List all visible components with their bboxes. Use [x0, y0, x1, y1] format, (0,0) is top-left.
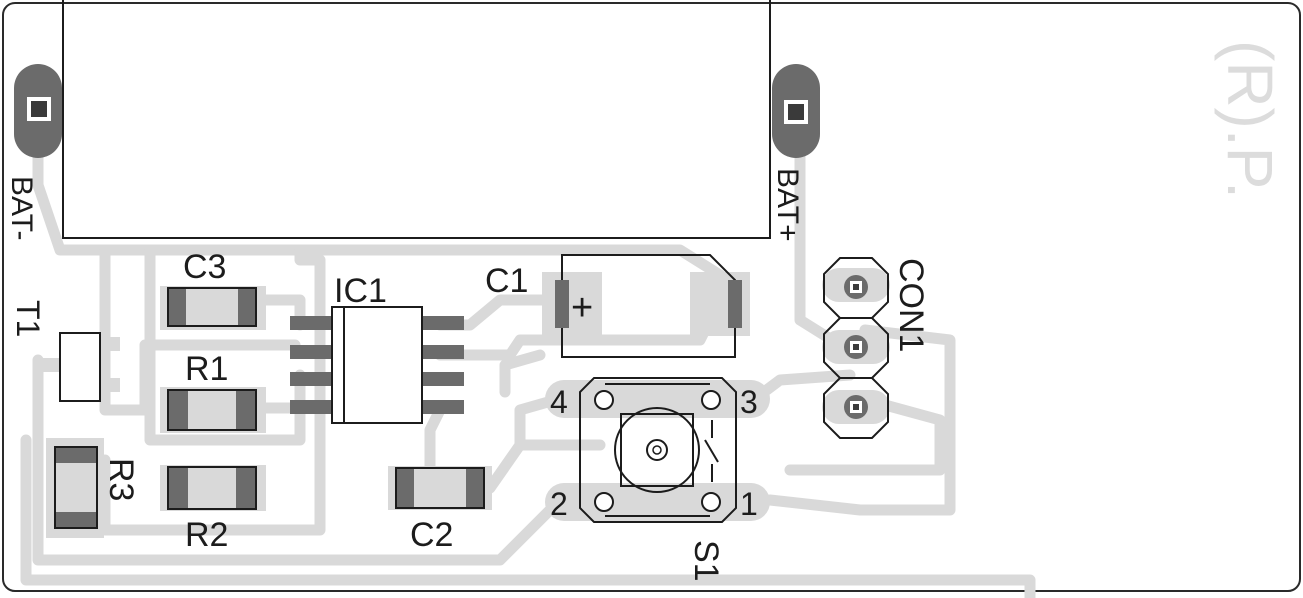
s1-component: 4 3 2 1 [545, 377, 770, 523]
s1-pin4: 4 [550, 384, 568, 420]
bat-plus-label: BAT+ [771, 168, 804, 242]
version-silk: (R).P. v161010 [1214, 40, 1303, 286]
r3-component [46, 438, 104, 538]
c3-component [160, 286, 266, 330]
r1-label: R1 [185, 350, 228, 388]
silk-line-version: v161010 [1294, 40, 1303, 286]
c1-component: + [542, 254, 750, 358]
ic1-component [290, 306, 464, 424]
r2-label: R2 [185, 516, 228, 554]
t1-component [42, 332, 120, 402]
r3-label: R3 [102, 458, 140, 501]
s1-pin2: 2 [550, 486, 568, 522]
silk-line-rp: (R).P. [1214, 40, 1286, 199]
s1-pin3: 3 [740, 384, 758, 420]
bat-minus-label: BAT- [5, 176, 38, 240]
c2-component [388, 466, 492, 510]
s1-label: S1 [687, 540, 725, 582]
con1-label: CON1 [892, 258, 930, 352]
con1-component [822, 257, 890, 439]
bat-minus-pad [14, 64, 62, 158]
r2-component [160, 465, 266, 511]
t1-label: T1 [10, 300, 46, 337]
r1-component [160, 387, 266, 433]
bat-plus-pad [772, 64, 820, 158]
c2-label: C2 [410, 516, 453, 554]
c3-label: C3 [183, 248, 226, 286]
c1-plus-mark: + [571, 287, 593, 329]
ic1-label: IC1 [334, 272, 387, 310]
battery-holder-outline [62, 0, 771, 239]
s1-pin1: 1 [740, 486, 758, 522]
c1-label: C1 [485, 262, 528, 300]
